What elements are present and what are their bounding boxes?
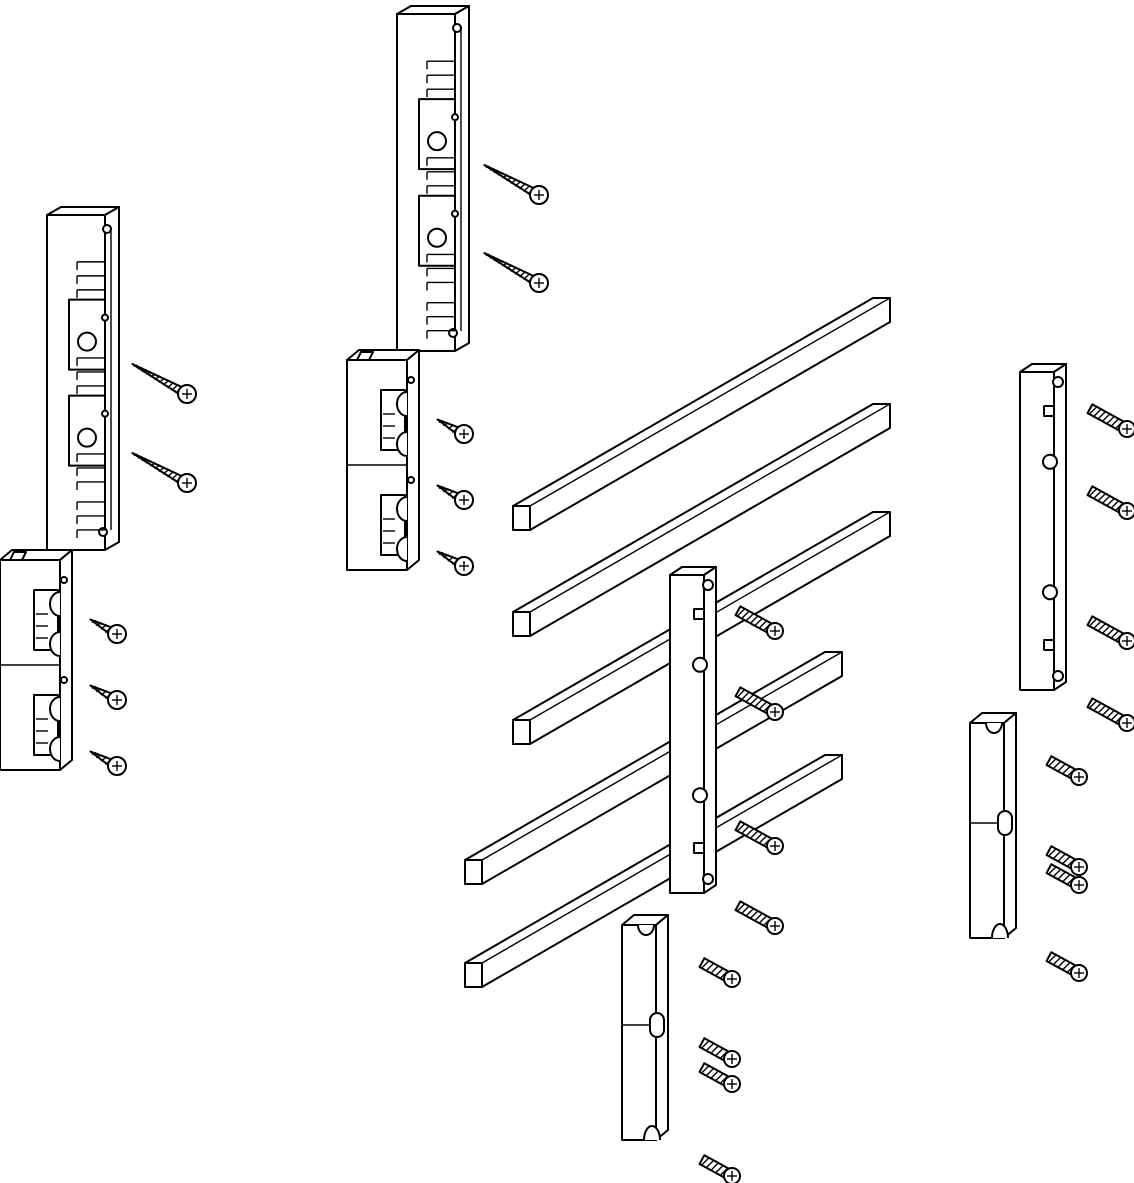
- wood-screw: [131, 363, 197, 404]
- machine-screw: [1086, 615, 1134, 650]
- vertical-bar-holder: [669, 566, 717, 894]
- wood-screw: [131, 452, 197, 493]
- vertical-clip: [621, 914, 669, 1141]
- machine-screw: [1045, 951, 1088, 982]
- machine-screw: [734, 686, 784, 721]
- wood-screw: [436, 550, 474, 576]
- machine-screw: [698, 1062, 741, 1093]
- machine-screw: [1045, 845, 1088, 876]
- machine-screw: [1086, 697, 1134, 732]
- busbar: [512, 297, 891, 531]
- busbar: [464, 651, 843, 885]
- wood-screw: [436, 418, 474, 444]
- machine-screw: [734, 900, 784, 935]
- wood-screw: [89, 618, 127, 644]
- busbar-clip-block: [346, 349, 420, 571]
- wood-screw: [89, 750, 127, 776]
- machine-screw: [1045, 755, 1088, 786]
- vertical-bar-holder: [1019, 363, 1067, 691]
- busbar: [464, 754, 843, 988]
- wood-screw: [483, 252, 549, 293]
- machine-screw: [698, 1154, 741, 1183]
- busbar: [512, 403, 891, 637]
- wood-screw: [483, 164, 549, 205]
- machine-screw: [1086, 403, 1134, 438]
- machine-screw: [734, 820, 784, 855]
- machine-screw: [698, 1037, 741, 1068]
- machine-screw: [1086, 485, 1134, 520]
- busbar-support-bracket: [396, 5, 470, 352]
- wood-screw: [89, 684, 127, 710]
- machine-screw: [698, 957, 741, 988]
- busbar-clip-block: [0, 549, 73, 771]
- vertical-clip: [969, 712, 1017, 939]
- busbar-support-bracket: [46, 206, 120, 551]
- wood-screw: [436, 484, 474, 510]
- machine-screw: [734, 605, 784, 640]
- machine-screw: [1045, 863, 1088, 894]
